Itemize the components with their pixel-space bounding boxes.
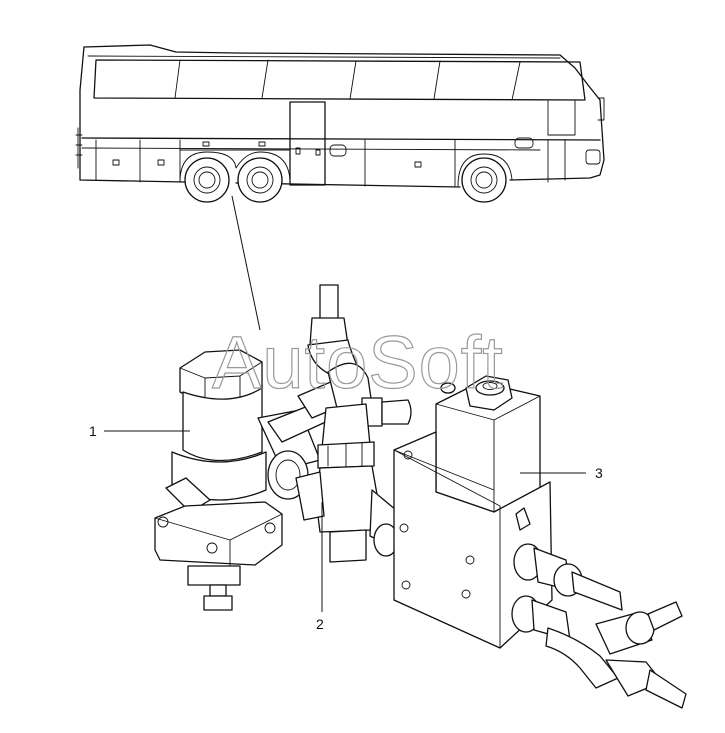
part-2-fitting — [295, 403, 399, 563]
callout-1: 1 — [89, 423, 190, 439]
callout-3: 3 — [520, 465, 603, 481]
callout-2: 2 — [316, 502, 324, 632]
outlet-fittings — [511, 543, 687, 709]
valve-assembly — [154, 284, 687, 709]
location-leader-line — [231, 195, 261, 331]
watermark-text: AutoSoft — [212, 321, 504, 404]
bus-illustration — [75, 44, 605, 203]
callout-2-label: 2 — [316, 616, 324, 632]
callout-1-label: 1 — [89, 423, 97, 439]
part-3-solenoid-valve — [393, 375, 553, 649]
callout-3-label: 3 — [595, 465, 603, 481]
